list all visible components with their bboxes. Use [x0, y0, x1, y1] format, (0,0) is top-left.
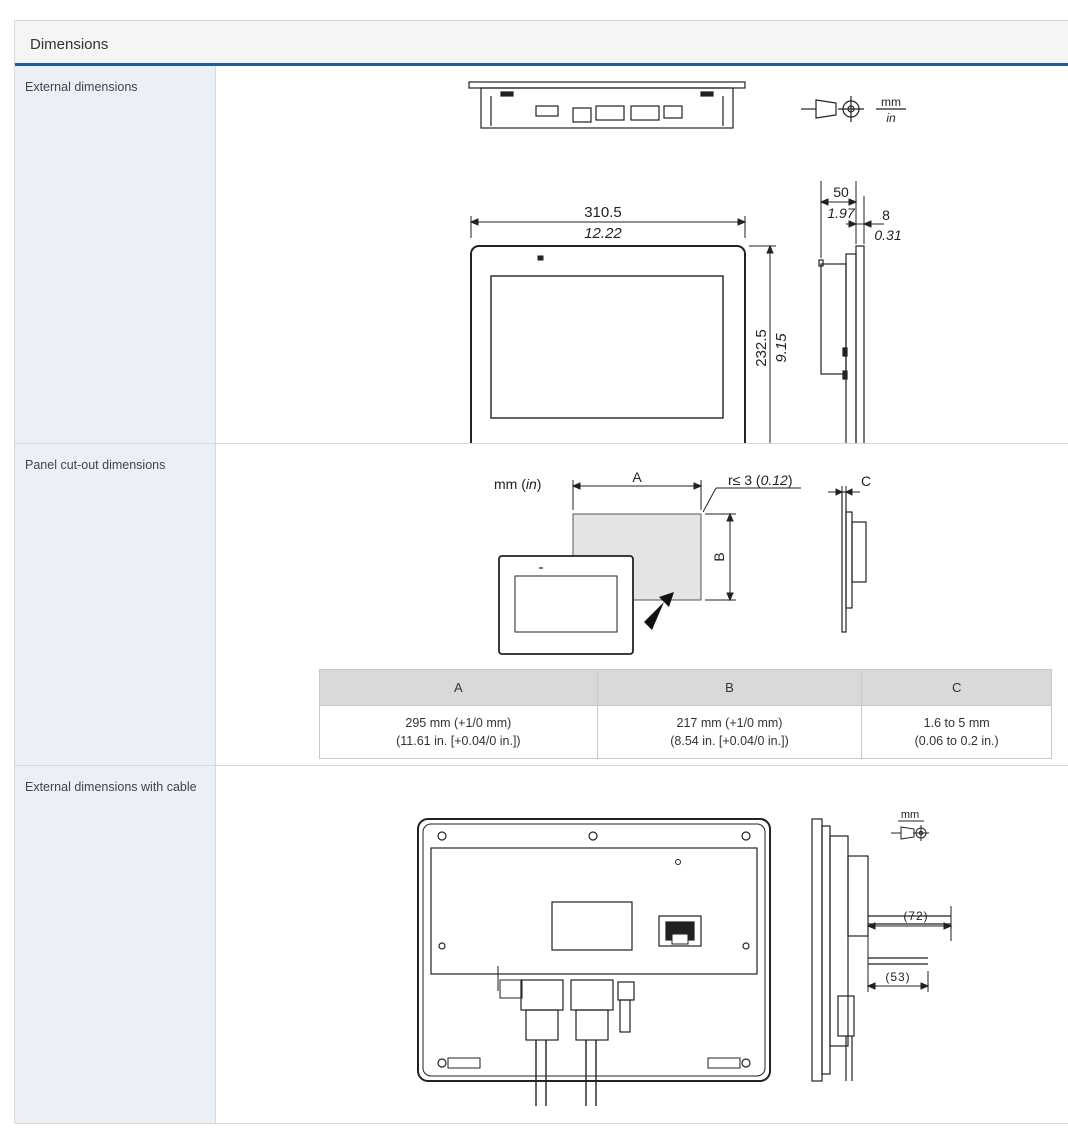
- dimension-a-line: [571, 480, 703, 510]
- cable-dimensions-svg: (72) (53) mm: [417, 809, 953, 1106]
- table-cell-b: 217 mm (+1/0 mm) (8.54 in. [+0.04/0 in.]…: [596, 705, 863, 759]
- row-external-dimensions: External dimensions: [15, 66, 1068, 453]
- units-top: mm: [881, 95, 901, 109]
- cell-line: 295 mm (+1/0 mm): [405, 716, 512, 730]
- width-mm: 310.5: [584, 204, 622, 221]
- panel-cutout-content: mm (in) A r≤ 3 (0.12): [216, 444, 1068, 765]
- table-header-a: A: [319, 669, 598, 706]
- radius-leader: [702, 487, 717, 513]
- cable-dim-2: (53): [885, 970, 910, 984]
- projection-symbol-icon: [801, 96, 906, 122]
- dim-c-label: C: [861, 473, 871, 489]
- bezel-mm: 8: [882, 207, 890, 223]
- row-label: External dimensions with cable: [25, 780, 197, 794]
- cell-line: (0.06 to 0.2 in.): [914, 734, 999, 748]
- depth-mm: 50: [833, 184, 849, 200]
- height-in: 9.15: [773, 333, 790, 363]
- front-view: [470, 245, 746, 452]
- dim-a-label: A: [632, 469, 642, 485]
- table-cell-c: 1.6 to 5 mm (0.06 to 0.2 in.): [861, 705, 1052, 759]
- cell-line: (11.61 in. [+0.04/0 in.]): [396, 734, 521, 748]
- table-row: 295 mm (+1/0 mm) (11.61 in. [+0.04/0 in.…: [319, 705, 1052, 759]
- depth-in: 1.97: [827, 205, 855, 221]
- panel-cutout-svg: mm (in) A r≤ 3 (0.12): [494, 469, 871, 655]
- external-dimensions-drawing: mm in 310.5 12.22: [216, 66, 1068, 453]
- row-label-cell: External dimensions: [15, 66, 216, 443]
- row-label-cell: Panel cut-out dimensions: [15, 444, 216, 765]
- units-bottom: in: [886, 111, 896, 125]
- height-mm: 232.5: [753, 329, 770, 367]
- dimensions-section: Dimensions External dimensions: [14, 20, 1068, 1124]
- cable-dimension-lines: [866, 906, 953, 992]
- row-label: External dimensions: [25, 80, 138, 94]
- panel-illustration: [498, 555, 634, 655]
- dimension-b-line: [705, 512, 736, 602]
- rear-view: [417, 818, 771, 1106]
- section-header: Dimensions: [15, 21, 1068, 66]
- cable-dim-1: (72): [903, 909, 928, 923]
- cable-dimensions-drawing: (72) (53) mm: [216, 766, 1068, 1123]
- row-external-with-cable: External dimensions with cable: [15, 766, 1068, 1124]
- table-header-c: C: [861, 669, 1052, 706]
- cable-units: mm: [901, 809, 919, 821]
- row-label: Panel cut-out dimensions: [25, 458, 166, 472]
- dimension-c-line: [828, 486, 860, 498]
- cutout-side-view: [841, 491, 867, 633]
- side-view: [818, 245, 865, 452]
- width-in: 12.22: [584, 225, 622, 242]
- cutout-units: mm (in): [494, 476, 541, 492]
- top-view: [468, 81, 746, 129]
- insert-arrow-icon: [644, 592, 674, 630]
- cutout-dimensions-table: A B C 295 mm (+1/0 mm) (11.61 in. [+0.04…: [319, 669, 1052, 759]
- table-cell-a: 295 mm (+1/0 mm) (11.61 in. [+0.04/0 in.…: [319, 705, 598, 759]
- radius-label: r≤ 3 (0.12): [728, 472, 793, 488]
- row-panel-cutout: Panel cut-out dimensions mm (in) A: [15, 444, 1068, 766]
- cell-line: 1.6 to 5 mm: [923, 716, 990, 730]
- projection-symbol-icon: [891, 820, 929, 841]
- table-header-b: B: [596, 669, 863, 706]
- depth-dimension: [819, 181, 884, 258]
- row-label-cell: External dimensions with cable: [15, 766, 216, 1123]
- section-title: Dimensions: [30, 36, 109, 53]
- external-dimensions-svg: mm in 310.5 12.22: [468, 81, 906, 453]
- dim-b-label: B: [711, 552, 727, 561]
- bezel-in: 0.31: [874, 227, 901, 243]
- width-dimension: [469, 216, 747, 238]
- cell-line: 217 mm (+1/0 mm): [676, 716, 783, 730]
- cable-side-view: [811, 818, 951, 1082]
- cell-line: (8.54 in. [+0.04/0 in.]): [670, 734, 789, 748]
- table-header-row: A B C: [319, 669, 1052, 706]
